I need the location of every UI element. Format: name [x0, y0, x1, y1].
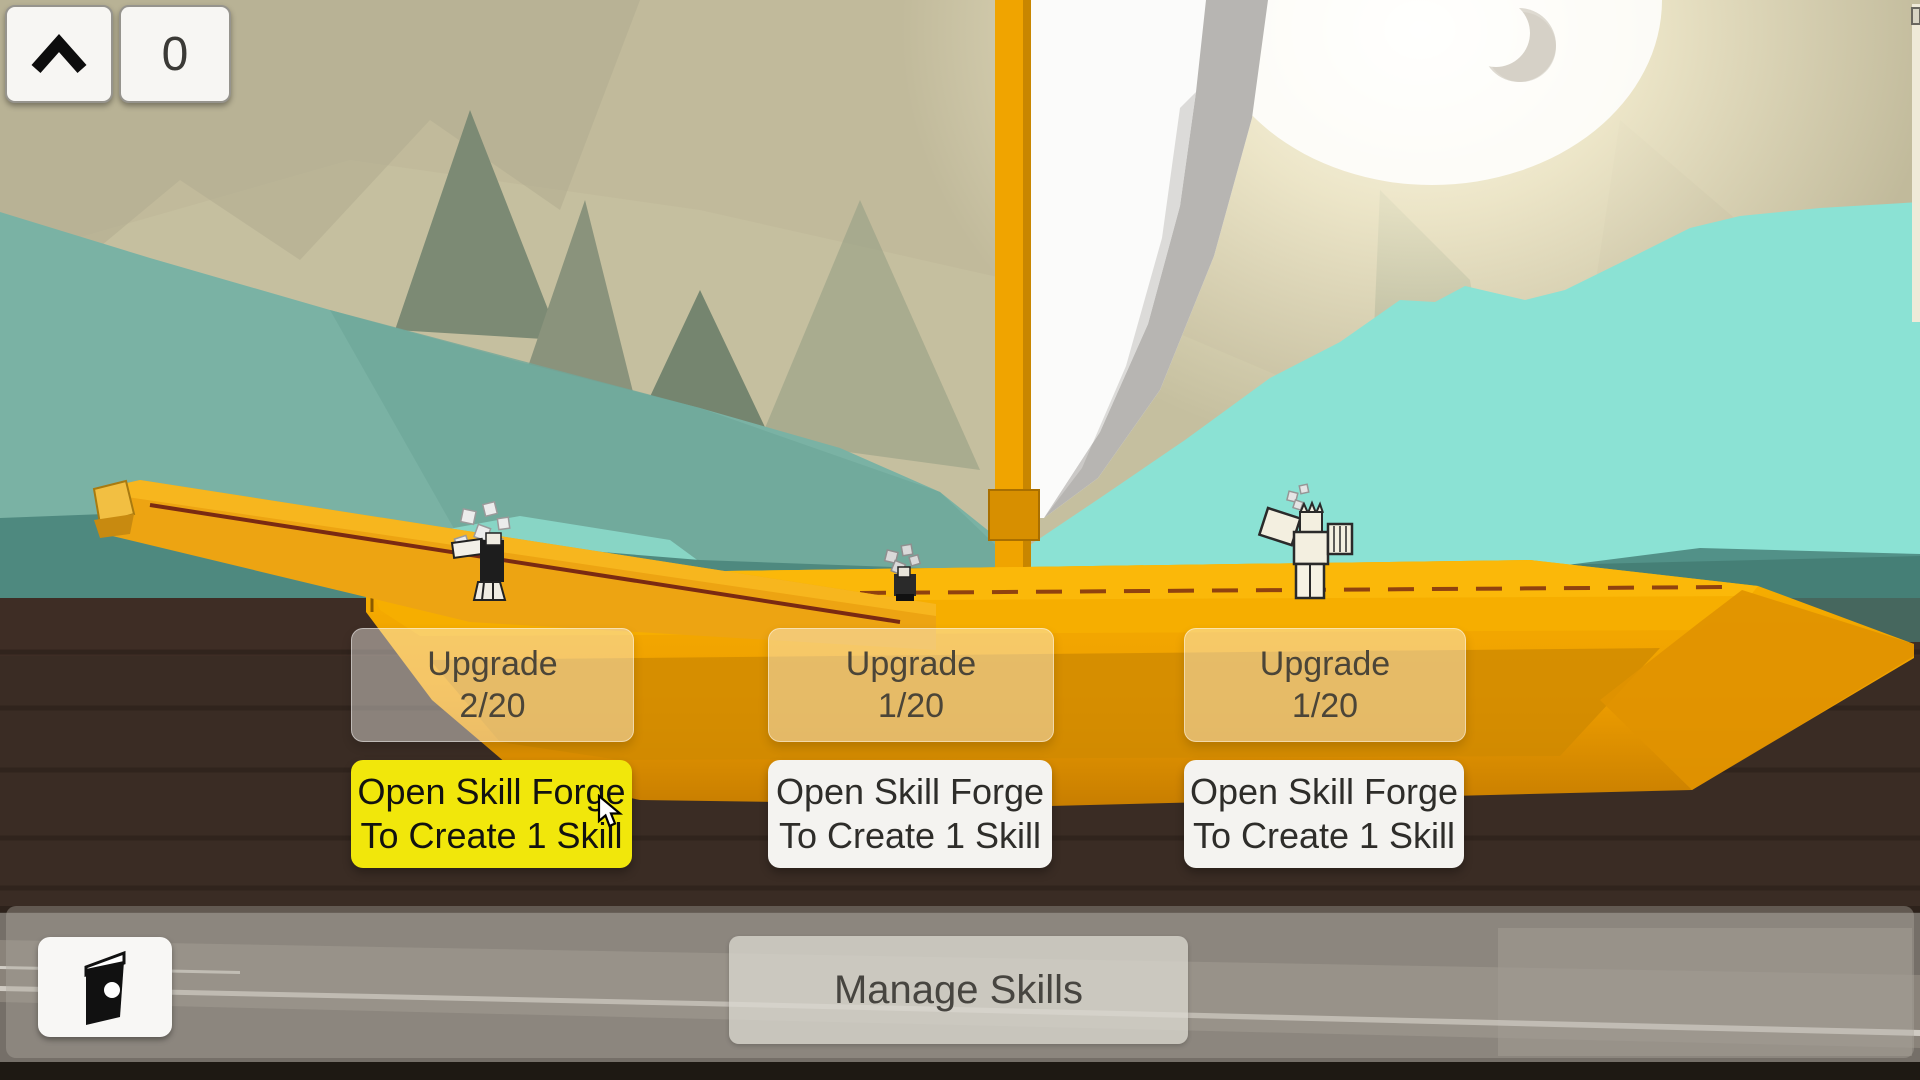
mast: [988, 0, 1040, 585]
open-skill-forge-button-1[interactable]: Open Skill Forge To Create 1 Skill: [351, 760, 632, 868]
crew-member-1: [450, 500, 511, 601]
forge-label-line1: Open Skill Forge: [357, 771, 626, 812]
forge-label-line2: To Create 1 Skill: [778, 815, 1042, 856]
upgrade-progress: 1/20: [877, 687, 945, 725]
upgrade-progress: 1/20: [1291, 687, 1359, 725]
forge-label-line2: To Create 1 Skill: [360, 815, 623, 856]
collapse-toggle-button[interactable]: [5, 5, 113, 103]
upgrade-label: Upgrade: [1259, 645, 1391, 683]
upgrade-label: Upgrade: [845, 645, 977, 683]
bowsprit: [92, 479, 936, 650]
open-skill-forge-button-2[interactable]: Open Skill Forge To Create 1 Skill: [768, 760, 1052, 868]
currency-count-value: 0: [161, 27, 189, 81]
manage-skills-button[interactable]: Manage Skills: [729, 936, 1188, 1044]
crescent-moon-icon: [1482, 8, 1556, 82]
upgrade-button-2[interactable]: Upgrade 1/20: [768, 628, 1054, 742]
sail: [1030, 0, 1268, 518]
crew-member-2: [883, 543, 922, 601]
open-skill-forge-button-3[interactable]: Open Skill Forge To Create 1 Skill: [1184, 760, 1464, 868]
chevron-up-icon: [31, 33, 87, 73]
upgrade-button-3[interactable]: Upgrade 1/20: [1184, 628, 1466, 742]
upgrade-label: Upgrade: [427, 645, 558, 683]
manage-skills-label: Manage Skills: [833, 967, 1083, 1012]
skills-book-button[interactable]: [38, 937, 172, 1037]
currency-counter[interactable]: 0: [119, 5, 231, 103]
book-icon: [84, 950, 126, 1025]
forge-label-line2: To Create 1 Skill: [1192, 815, 1456, 856]
upgrade-progress: 2/20: [459, 687, 526, 725]
forge-label-line1: Open Skill Forge: [775, 771, 1045, 812]
crew-member-3: [1257, 483, 1354, 600]
right-edge-artifact: [1911, 4, 1920, 322]
forge-label-line1: Open Skill Forge: [1189, 771, 1459, 812]
upgrade-button-1[interactable]: Upgrade 2/20: [351, 628, 634, 742]
